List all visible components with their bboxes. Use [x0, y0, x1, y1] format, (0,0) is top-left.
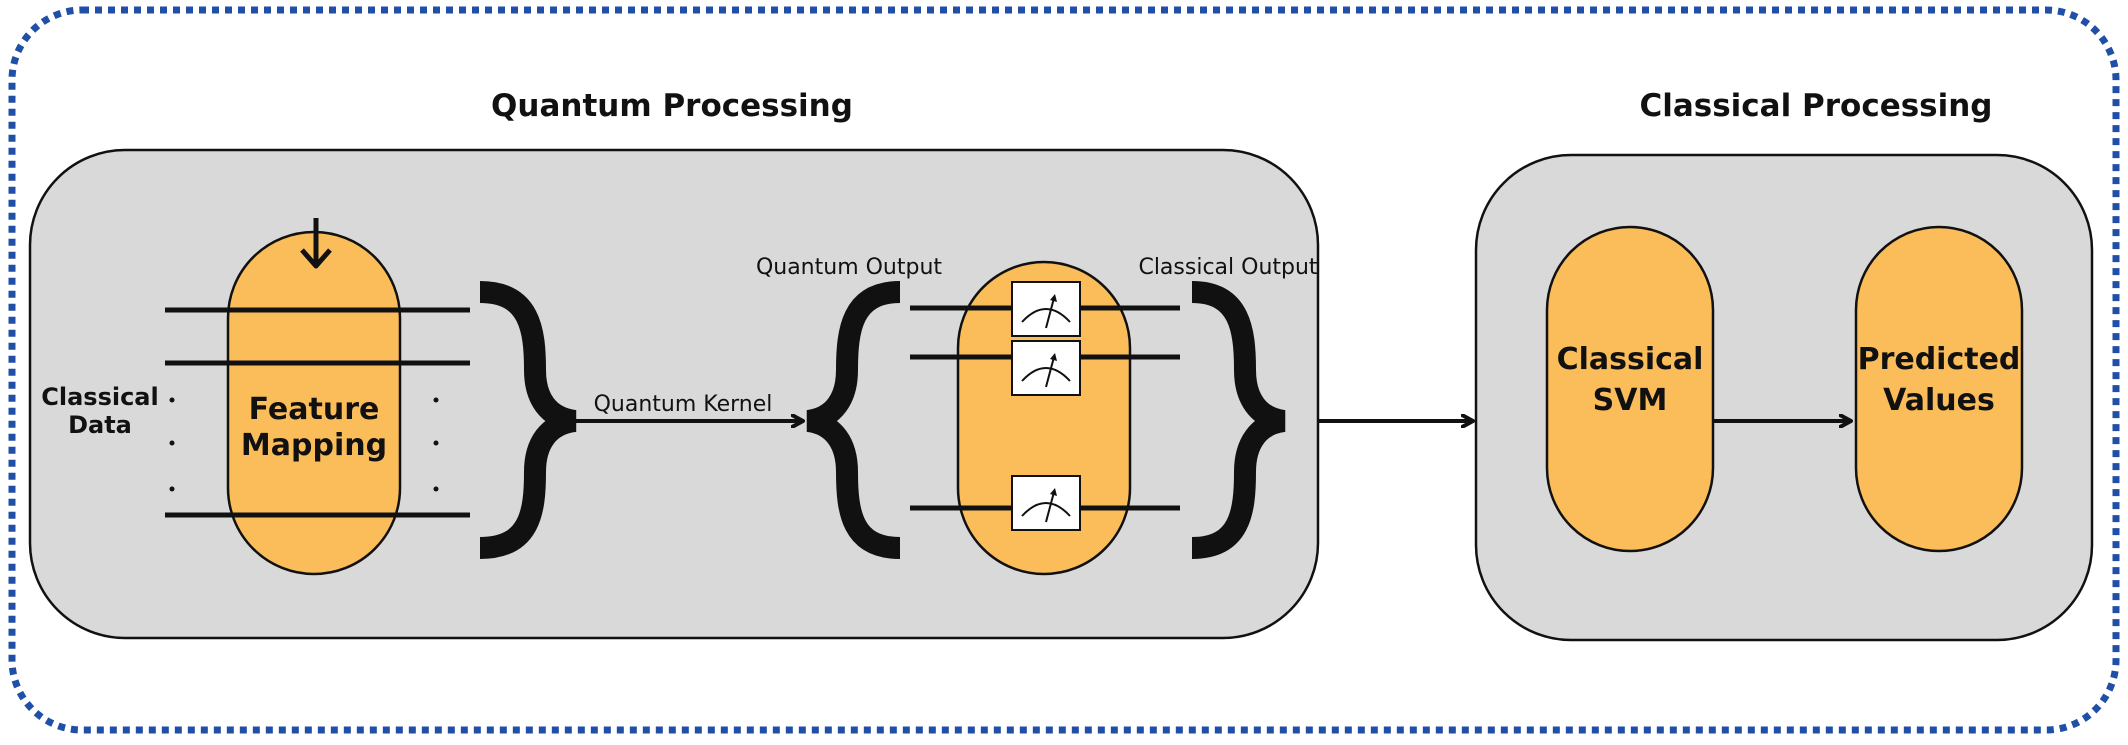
opening-brace — [805, 281, 901, 559]
classical-data-label-line1: Classical — [41, 383, 158, 411]
classical-svm-label-line1: Classical — [1557, 342, 1704, 377]
measurement-capsule — [956, 260, 1132, 576]
classical-data-label-line2: Data — [68, 411, 132, 439]
classical-output-label: Classical Output — [1138, 255, 1317, 280]
classical-svm-label-line2: SVM — [1593, 383, 1668, 418]
input-arrow-head — [300, 248, 332, 269]
ellipsis-dot — [433, 397, 439, 403]
measurement-meter-icon — [1011, 340, 1081, 396]
ellipsis-dot — [169, 397, 175, 403]
classical-processing-heading: Classical Processing — [1639, 88, 1992, 124]
ellipsis-dot — [433, 440, 439, 446]
predicted-values-capsule — [1854, 225, 2024, 553]
measurement-meter-icon — [1011, 475, 1081, 531]
closing-brace-output — [1191, 281, 1287, 559]
quantum-kernel-label: Quantum Kernel — [594, 392, 773, 417]
predicted-values-label-line1: Predicted — [1858, 342, 2021, 377]
feature-mapping-label-line2: Mapping — [241, 428, 387, 463]
quantum-processing-heading: Quantum Processing — [491, 88, 853, 124]
predicted-values-label-line2: Values — [1883, 383, 1995, 418]
ellipsis-dot — [169, 440, 175, 446]
ellipsis-dot — [169, 486, 175, 492]
ellipsis-dot — [433, 486, 439, 492]
quantum-output-label: Quantum Output — [756, 255, 942, 280]
measurement-meter-icon — [1011, 281, 1081, 337]
outer-dotted-frame — [8, 6, 2120, 734]
classical-svm-capsule — [1545, 225, 1715, 553]
feature-mapping-label-line1: Feature — [249, 392, 380, 427]
